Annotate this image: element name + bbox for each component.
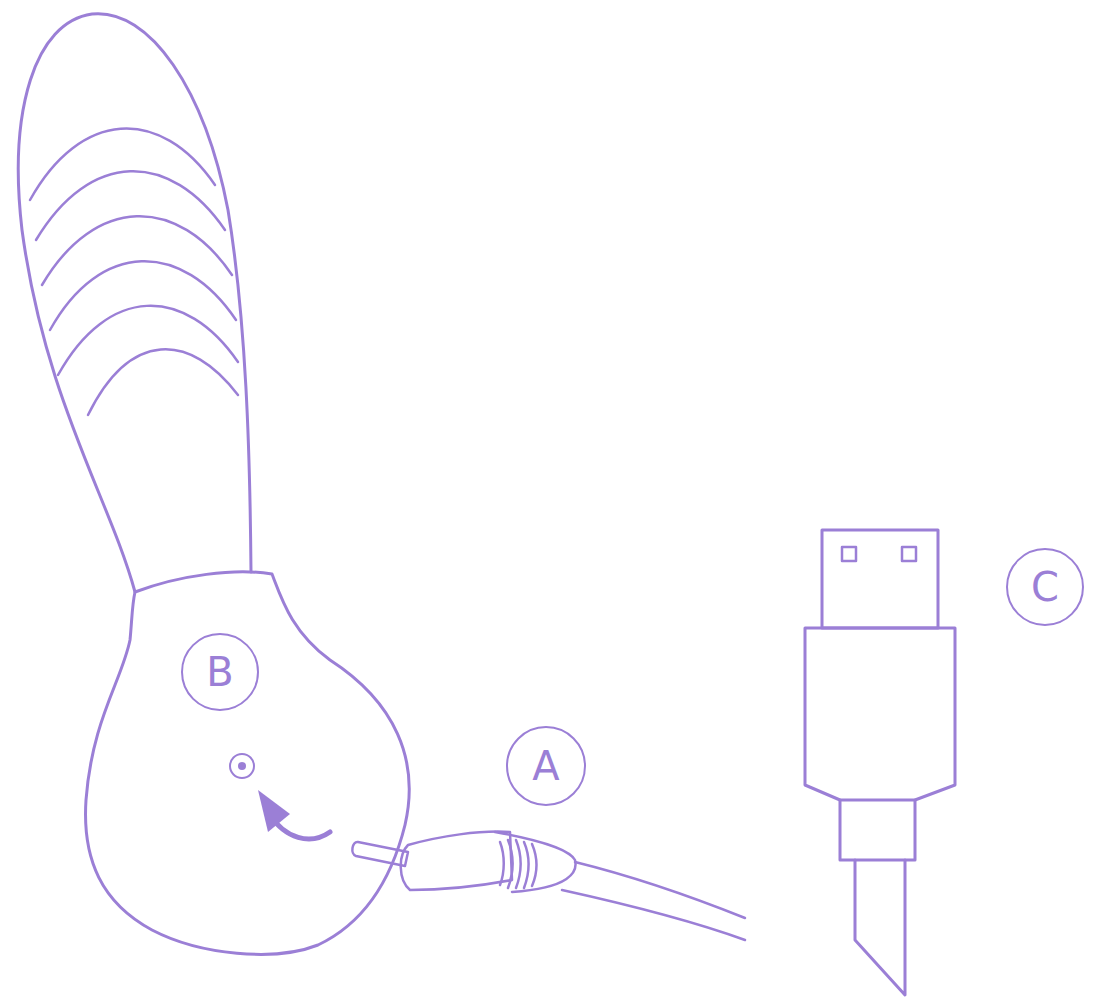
cable [575,862,745,918]
device-arm [18,14,251,592]
charge-port [230,754,254,778]
callout-circle: B [181,633,259,711]
device-body [86,572,410,954]
dc-plug [352,832,745,940]
arm-ribs [30,129,238,415]
usb-plug [805,530,955,995]
callout-letter: A [532,746,559,786]
callout-letter: B [206,652,233,692]
callout-letter: C [1031,567,1059,607]
callout-circle: A [506,726,586,806]
callout-circle: C [1006,548,1084,626]
